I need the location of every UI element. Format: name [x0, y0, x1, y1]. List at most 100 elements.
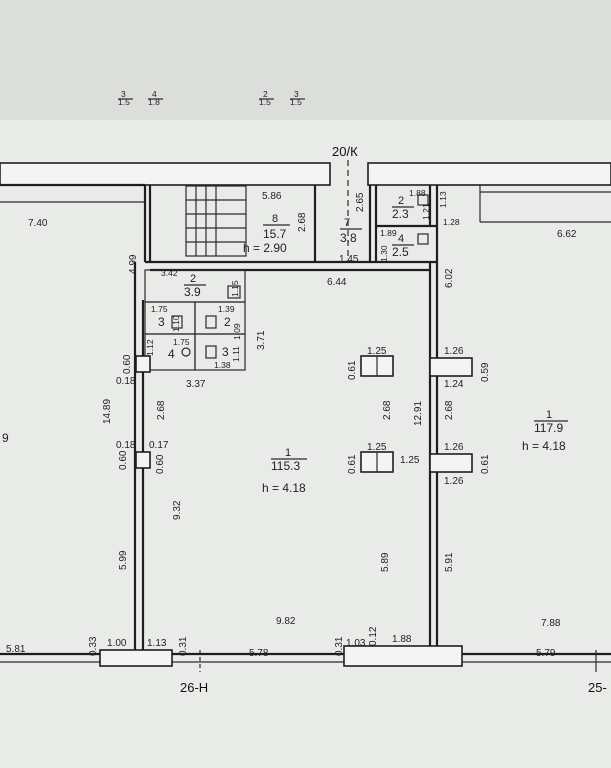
- top-mark-1-num: 3: [121, 89, 126, 99]
- dim-label: 1.75: [173, 337, 190, 347]
- toilet-icon: [417, 194, 429, 206]
- room-4a-number: 4: [398, 233, 404, 245]
- dim-label: 1.24: [444, 379, 464, 390]
- dim-label: 0.61: [347, 454, 358, 474]
- dim-label: 1.00: [107, 638, 127, 649]
- dim-label: 2.68: [156, 400, 167, 420]
- dim-label: 5.81: [6, 644, 26, 655]
- dim-label: 0.18: [116, 440, 136, 451]
- dim-label: 2.68: [382, 400, 393, 420]
- dim-label: 1.15: [230, 280, 240, 297]
- dim-label: 9.32: [172, 500, 183, 520]
- room-labels: 8 15.7 h = 2.90 7 3.8 2 2.3 4 2.5 2 3.9 …: [2, 195, 568, 495]
- dim-label: 1.12: [145, 339, 155, 356]
- room-4a-area: 2.5: [392, 245, 409, 259]
- staircase: [185, 185, 247, 257]
- bottom-wall: [0, 645, 611, 672]
- wc-block: [144, 194, 429, 371]
- dim-label: 0.60: [122, 354, 133, 374]
- toilet-icon: [171, 315, 183, 329]
- dim-label: 1.30: [379, 245, 389, 262]
- sink-icon: [417, 233, 429, 245]
- dim-label: 1.75: [151, 304, 168, 314]
- dim-label: 1.88: [409, 188, 426, 198]
- dim-label: 1.09: [232, 323, 242, 340]
- dim-label: 6.02: [444, 268, 455, 288]
- dim-label: 5.89: [380, 552, 391, 572]
- dim-label: 5.99: [118, 550, 129, 570]
- top-mark-2-num: 4: [152, 89, 157, 99]
- dim-label: 5.78: [249, 648, 269, 659]
- dim-label: 1.26: [444, 346, 464, 357]
- dim-label: 5.79: [536, 648, 556, 659]
- dim-label: 1.25: [400, 455, 420, 466]
- room-7-area: 3.8: [340, 231, 357, 245]
- axis-label-bottom-left: 26-Н: [180, 680, 208, 695]
- dim-label: 1.26: [444, 442, 464, 453]
- room-1-area: 115.3: [271, 459, 300, 473]
- dim-label: 6.44: [327, 277, 347, 288]
- dim-label: 0.60: [118, 450, 129, 470]
- dim-label: 14.89: [102, 399, 113, 424]
- room-2c-number: 2: [224, 315, 231, 329]
- dim-label: 0.12: [368, 626, 379, 646]
- room-4b-number: 4: [168, 347, 175, 361]
- dim-label: 3.37: [186, 379, 206, 390]
- dim-label: 6.62: [557, 229, 577, 240]
- columns: [135, 355, 473, 473]
- dim-label: 1.88: [392, 634, 412, 645]
- dim-label: 1.89: [380, 228, 397, 238]
- room-1b-number: 1: [546, 409, 552, 421]
- dim-label: 1.21: [421, 203, 431, 220]
- column: [135, 451, 151, 469]
- top-mark-4-den: 1.5: [290, 97, 302, 107]
- room-1b-area: 117.9: [534, 421, 563, 435]
- dim-label: 7.88: [541, 618, 561, 629]
- bottom-pier-left: [99, 649, 173, 667]
- room-2a-number: 2: [398, 195, 404, 207]
- room-3b-number: 3: [222, 345, 229, 359]
- dim-label: 1.39: [218, 304, 235, 314]
- top-mark-4-num: 3: [294, 89, 299, 99]
- dim-label: 1.25: [367, 346, 387, 357]
- dim-label: 1.10: [171, 315, 181, 332]
- dim-label: 0.17: [149, 440, 169, 451]
- room-2b-number: 2: [190, 273, 196, 285]
- top-mark-2-den: 1.8: [148, 97, 160, 107]
- top-wall-left: [0, 162, 331, 186]
- dim-label: 2.68: [444, 400, 455, 420]
- dim-label: 3.42: [161, 268, 178, 278]
- room-1-number: 1: [285, 447, 291, 459]
- top-wall-right: [367, 162, 611, 186]
- dim-label: 0.59: [480, 362, 491, 382]
- dim-label: 0.61: [347, 360, 358, 380]
- axis-label-top: 20/К: [332, 144, 358, 159]
- dimension-labels-vertical: 2.68 2.65 1.21 1.13 1.30 4.99 1.15 6.02 …: [88, 191, 491, 656]
- dim-label: 2.68: [297, 212, 308, 232]
- room-2b-area: 3.9: [184, 285, 201, 299]
- dim-label: 0.31: [334, 636, 345, 656]
- dim-label: 2.65: [355, 192, 366, 212]
- dim-label: 9.82: [276, 616, 296, 627]
- dim-label: 3.71: [256, 330, 267, 350]
- axis-label-bottom-right: 25-: [588, 680, 607, 695]
- dim-label: 1.11: [231, 346, 241, 362]
- room-1b-height: h = 4.18: [522, 439, 566, 453]
- toilet-icon: [205, 345, 217, 359]
- dim-label: 1.25: [367, 442, 387, 453]
- room-2a-area: 2.3: [392, 207, 409, 221]
- toilet-icon: [205, 315, 217, 329]
- dim-label: 0.61: [480, 454, 491, 474]
- room-7-number: 7: [344, 217, 350, 229]
- room-1-height: h = 4.18: [262, 481, 306, 495]
- sink-icon: [227, 285, 241, 299]
- room-3a-number: 3: [158, 315, 165, 329]
- toilet-icon: [181, 347, 191, 357]
- dim-label: 7.40: [28, 218, 48, 229]
- dim-label: 5.86: [262, 191, 282, 202]
- column: [429, 453, 473, 473]
- dimension-labels: 7.40 5.86 1.88 1.28 6.62 1.89 1.45 3.42 …: [6, 188, 577, 659]
